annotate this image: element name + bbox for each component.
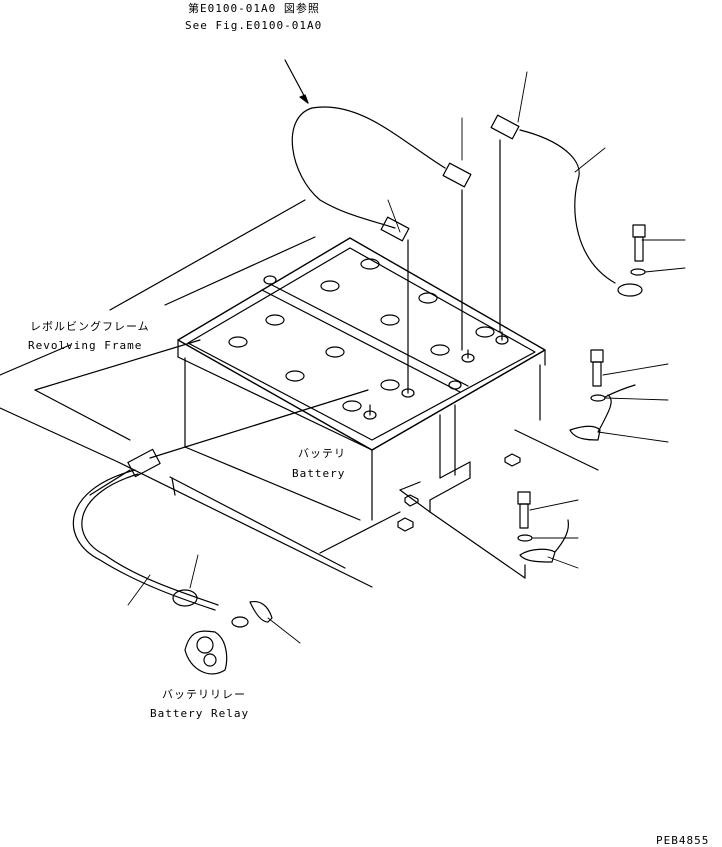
frame-label-en: Revolving Frame	[28, 339, 143, 352]
battery	[177, 237, 546, 579]
revolving-frame-lines	[0, 199, 401, 588]
relay-label-jp: バッテリリレー	[162, 688, 246, 701]
drawing-code: PEB4855	[656, 834, 710, 847]
leader-lines	[127, 71, 686, 644]
reference-label-en: See Fig.E0100-01A0	[185, 19, 323, 32]
upper-right-cable	[490, 114, 643, 333]
relay-cable	[72, 389, 369, 675]
battery-label-jp: バッテリ	[298, 447, 346, 460]
battery-label-en: Battery	[292, 467, 346, 480]
relay-label-en: Battery Relay	[150, 707, 250, 720]
reference-label-jp: 第E0100-01A0 図参照	[188, 2, 320, 15]
frame-label-jp: レボルビングフレーム	[30, 320, 150, 333]
ref-cable	[284, 59, 472, 386]
hardware-right	[397, 224, 646, 563]
